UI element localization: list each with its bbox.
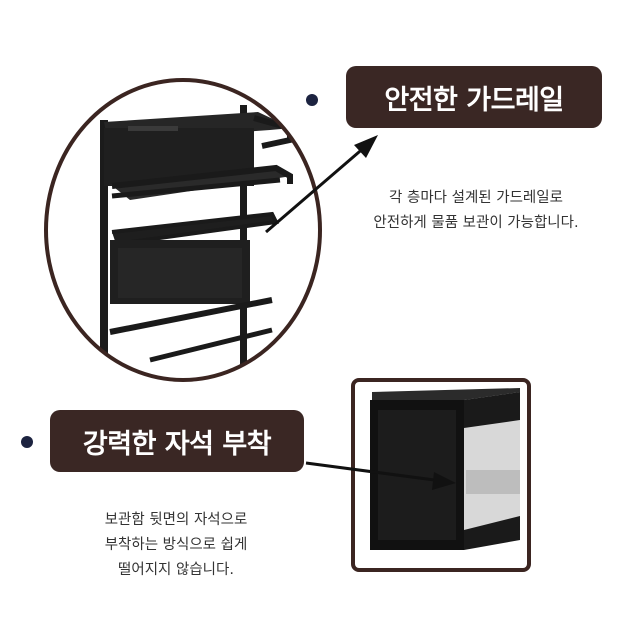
arrow-pointer-2 xyxy=(305,461,456,490)
feature-title-text: 안전한 가드레일 xyxy=(384,84,564,116)
bullet-dot-1 xyxy=(306,94,318,106)
description-line: 안전하게 물품 보관이 가능합니다. xyxy=(373,215,579,231)
feature-title-magnet: 강력한 자석 부착 xyxy=(50,410,304,472)
feature-title-guardrail: 안전한 가드레일 xyxy=(346,66,602,128)
description-line: 각 층마다 설계된 가드레일로 xyxy=(389,190,563,206)
feature-description-guardrail: 각 층마다 설계된 가드레일로 안전하게 물품 보관이 가능합니다. xyxy=(326,186,626,236)
description-line: 떨어지지 않습니다. xyxy=(118,562,234,578)
description-line: 부착하는 방식으로 쉽게 xyxy=(104,537,248,553)
shelf-guardrail-photo xyxy=(44,78,322,382)
bullet-dot-2 xyxy=(21,436,33,448)
magnet-closeup-photo xyxy=(351,378,531,572)
feature-description-magnet: 보관함 뒷면의 자석으로 부착하는 방식으로 쉽게 떨어지지 않습니다. xyxy=(56,508,296,583)
arrow-pointer-1 xyxy=(265,135,378,234)
description-line: 보관함 뒷면의 자석으로 xyxy=(104,512,248,528)
feature-title-text: 강력한 자석 부착 xyxy=(82,428,272,460)
